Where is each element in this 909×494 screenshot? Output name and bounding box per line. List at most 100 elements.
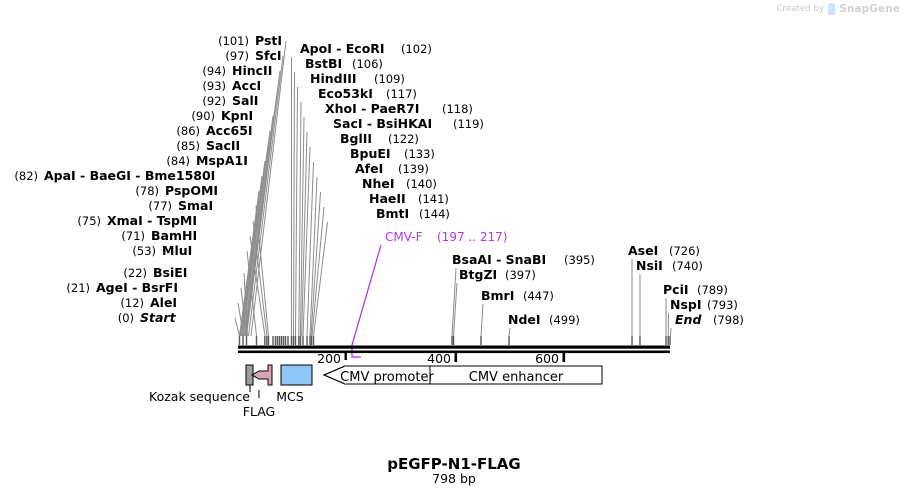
backbone-strand-bottom [238, 350, 670, 354]
enzyme-label-SfcI[interactable]: (97) SfcI [225, 48, 281, 63]
enzyme-name: AgeI - BsrFI [96, 280, 178, 295]
enzyme-label-BsiEI[interactable]: (22) BsiEI [123, 265, 187, 280]
legend-label-kozak-sequence[interactable]: Kozak sequence [149, 389, 250, 404]
enzyme-label-BstBI[interactable]: BstBI (106) [305, 56, 383, 71]
snapgene-watermark: Created by SnapGene [776, 3, 900, 15]
backbone-strand-top [238, 345, 670, 349]
mid-enzyme-label-group: BsaAI - SnaBI (395) BtgZI (397) BmrI (44… [452, 252, 595, 327]
enzyme-position: (94) [202, 64, 226, 78]
enzyme-position: (71) [121, 229, 145, 243]
enzyme-name: NheI [362, 176, 395, 191]
enzyme-label-AgeI-BsrFI[interactable]: (21) AgeI - BsrFI [66, 280, 178, 295]
enzyme-position: (740) [672, 259, 703, 273]
enzyme-label-PstI[interactable]: (101) PstI [218, 33, 282, 48]
enzyme-label-Start[interactable]: (0) Start [118, 310, 177, 325]
enzyme-label-NheI[interactable]: NheI (140) [362, 176, 437, 191]
legend-label-mcs[interactable]: MCS [276, 389, 304, 404]
feature-cmv-enhancer[interactable] [429, 365, 603, 385]
enzyme-label-XmaI-TspMI[interactable]: (75) XmaI - TspMI [77, 213, 197, 228]
enzyme-label-Acc65I[interactable]: (86) Acc65I [176, 123, 252, 138]
enzyme-name: HincII [232, 63, 272, 78]
enzyme-name: BmrI [481, 288, 514, 303]
enzyme-label-SmaI[interactable]: (77) SmaI [148, 198, 213, 213]
enzyme-position: (397) [505, 268, 536, 282]
center-enzyme-label-group: ApoI - EcoRI (102) BstBI (106) HindIII (… [300, 41, 484, 221]
enzyme-label-HincII[interactable]: (94) HincII [202, 63, 272, 78]
enzyme-name: BpuEI [350, 146, 391, 161]
enzyme-label-End[interactable]: End (798) [675, 312, 744, 327]
enzyme-position: (447) [523, 289, 554, 303]
primer-marker-CMV-F[interactable] [346, 244, 382, 358]
enzyme-label-NspI[interactable]: NspI (793) [670, 297, 738, 312]
enzyme-label-BpuEI[interactable]: BpuEI (133) [350, 146, 435, 161]
enzyme-name: HaeII [369, 191, 406, 206]
enzyme-position: (75) [77, 214, 101, 228]
enzyme-label-BtgZI[interactable]: BtgZI (397) [459, 267, 536, 282]
enzyme-label-ApoI-EcoRI[interactable]: ApoI - EcoRI (102) [300, 41, 432, 56]
ruler-tick-400 [454, 353, 458, 362]
ruler-label-600: 600 [535, 351, 559, 366]
enzyme-label-XhoI-PaeR7I[interactable]: XhoI - PaeR7I (118) [325, 101, 473, 116]
enzyme-position: (97) [225, 49, 249, 63]
enzyme-position: (140) [406, 177, 437, 191]
enzyme-label-BmrI[interactable]: BmrI (447) [481, 288, 554, 303]
primer-name: CMV-F [385, 230, 423, 244]
feature-mcs[interactable] [280, 364, 313, 386]
sequence-ruler: 200 400 600 [317, 351, 566, 366]
plasmid-size: 798 bp [432, 471, 476, 486]
primer-range: (197 .. 217) [437, 230, 507, 244]
enzyme-label-MluI[interactable]: (53) MluI [132, 243, 192, 258]
dna-backbone[interactable] [238, 345, 670, 354]
enzyme-name: PspOMI [165, 183, 218, 198]
enzyme-name: SmaI [178, 198, 213, 213]
enzyme-label-HaeII[interactable]: HaeII (141) [369, 191, 449, 206]
enzyme-label-SalI[interactable]: (92) SalI [202, 93, 258, 108]
enzyme-position: (78) [135, 184, 159, 198]
enzyme-label-AccI[interactable]: (93) AccI [202, 78, 261, 93]
enzyme-name: SacII [206, 138, 240, 153]
enzyme-label-KpnI[interactable]: (90) KpnI [191, 108, 253, 123]
enzyme-position: (141) [418, 192, 449, 206]
watermark-prefix: Created by [776, 4, 825, 14]
enzyme-label-BmtI[interactable]: BmtI (144) [376, 206, 450, 221]
feature-label-cmv-promoter: CMV promoter [340, 370, 434, 385]
enzyme-name: BglII [340, 131, 372, 146]
primer-label-CMV-F[interactable]: CMV-F (197 .. 217) [385, 230, 507, 244]
terminus-label-start: Start [140, 310, 177, 325]
enzyme-label-ApaI-BaeGI-Bme1580I[interactable]: (82) ApaI - BaeGI - Bme1580I [14, 168, 215, 183]
enzyme-position: (117) [386, 87, 417, 101]
enzyme-label-Eco53kI[interactable]: Eco53kI (117) [318, 86, 417, 101]
enzyme-position: (0) [118, 311, 134, 325]
enzyme-label-AleI[interactable]: (12) AleI [120, 295, 177, 310]
enzyme-label-SacII[interactable]: (85) SacII [176, 138, 240, 153]
enzyme-position: (101) [218, 34, 249, 48]
enzyme-label-PciI[interactable]: PciI (789) [663, 282, 728, 297]
enzyme-label-BglII[interactable]: BglII (122) [340, 131, 419, 146]
enzyme-label-NdeI[interactable]: NdeI (499) [508, 312, 580, 327]
enzyme-name: PstI [255, 33, 282, 48]
leader-lines-center [291, 57, 328, 337]
enzyme-label-BamHI[interactable]: (71) BamHI [121, 228, 197, 243]
enzyme-label-PspOMI[interactable]: (78) PspOMI [135, 183, 218, 198]
enzyme-name: BamHI [151, 228, 197, 243]
enzyme-label-SacI-BsiHKAI[interactable]: SacI - BsiHKAI (119) [333, 116, 484, 131]
enzyme-label-BsaAI-SnaBI[interactable]: BsaAI - SnaBI (395) [452, 252, 595, 267]
enzyme-label-AfeI[interactable]: AfeI (139) [355, 161, 429, 176]
enzyme-name: ApaI - BaeGI - Bme1580I [44, 168, 215, 183]
enzyme-name: KpnI [221, 108, 253, 123]
enzyme-name: BmtI [376, 206, 409, 221]
enzyme-name: PciI [663, 282, 689, 297]
leader-lines-mid-right [451, 259, 672, 337]
feature-glyphs: CMV promoter CMV enhancer [245, 364, 603, 386]
enzyme-name: AccI [232, 78, 261, 93]
enzyme-name: SfcI [255, 48, 282, 63]
enzyme-label-AseI[interactable]: AseI (726) [628, 243, 700, 258]
enzyme-label-HindIII[interactable]: HindIII (109) [310, 71, 405, 86]
legend-label-flag[interactable]: FLAG [243, 404, 275, 419]
enzyme-position: (109) [374, 72, 405, 86]
restriction-site-ticks [238, 336, 671, 345]
enzyme-label-MspA1I[interactable]: (84) MspA1I [166, 153, 247, 168]
feature-flag[interactable] [250, 364, 273, 386]
enzyme-name: ApoI - EcoRI [300, 41, 385, 56]
enzyme-label-NsiI[interactable]: NsiI (740) [636, 258, 703, 273]
